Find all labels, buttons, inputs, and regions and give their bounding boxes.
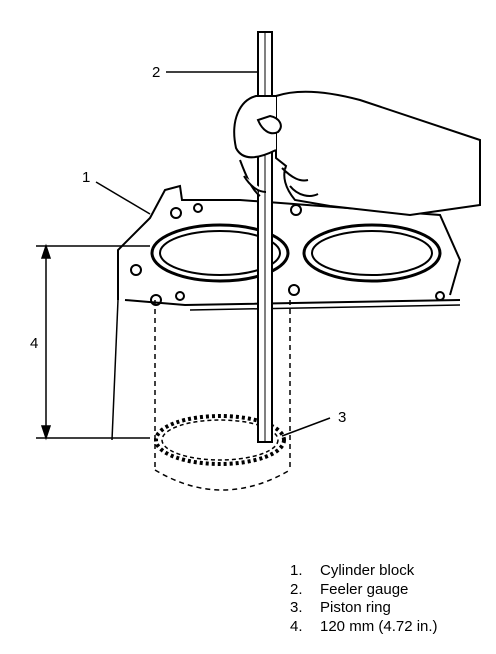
legend-text: Piston ring: [320, 599, 391, 616]
callout-2: 2: [152, 64, 160, 81]
legend-text: Cylinder block: [320, 562, 415, 579]
callout-1: 1: [82, 169, 90, 186]
hand: [233, 90, 481, 217]
legend-item: 4. 120 mm (4.72 in.): [290, 618, 438, 637]
diagram-illustration: 1 2 3 4: [30, 31, 481, 491]
leader-lines: [95, 71, 331, 437]
callout-4: 4: [30, 335, 38, 352]
cylinder-block: [111, 184, 462, 441]
dimension-4: [36, 243, 150, 441]
legend-number: 2.: [290, 580, 303, 598]
legend-list: 1. Cylinder block 2. Feeler gauge 3. Pis…: [290, 562, 438, 636]
legend-number: 4.: [290, 617, 303, 635]
legend-text: Feeler gauge: [320, 580, 409, 598]
legend-item: 1. Cylinder block: [290, 562, 438, 581]
legend-item: 3. Piston ring: [290, 599, 438, 618]
feeler-gauge: [257, 31, 273, 443]
callout-3: 3: [338, 409, 346, 426]
legend-number: 1.: [290, 562, 303, 579]
legend-number: 3.: [290, 599, 303, 616]
cylinder-bores: [150, 223, 442, 283]
legend-item: 2. Feeler gauge: [290, 581, 438, 600]
legend-text: 120 mm (4.72 in.): [320, 617, 438, 635]
piston-ring: [154, 414, 286, 466]
